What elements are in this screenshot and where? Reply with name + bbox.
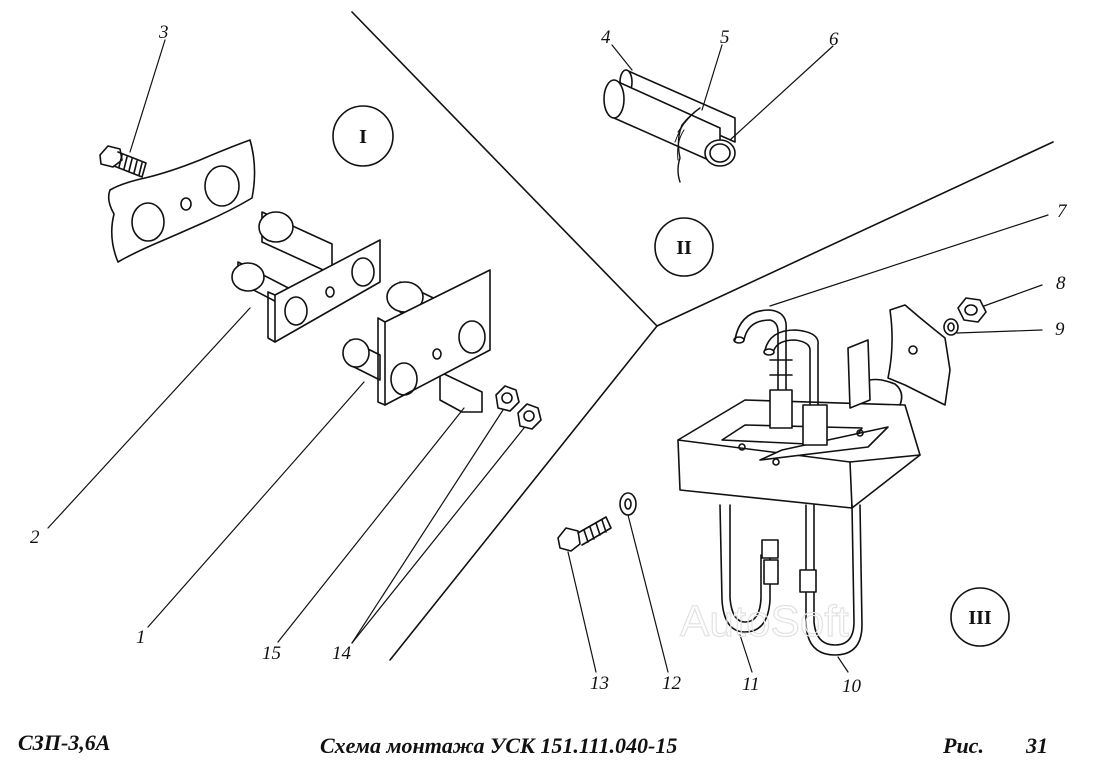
- bolt-part-3: [99, 145, 147, 178]
- section-label-3: III: [968, 607, 992, 629]
- nut-part-8: [957, 297, 987, 323]
- drawing-title: Схема монтажа УСК 151.111.040-15: [320, 733, 678, 758]
- washer-part-12: [619, 492, 637, 516]
- figure-label: Рис.: [943, 733, 984, 758]
- bolt-part-13: [557, 516, 612, 552]
- callout-2: 2: [30, 527, 40, 548]
- callout-13: 13: [590, 673, 609, 694]
- section-label-1: I: [359, 126, 367, 148]
- heater-block: [677, 399, 921, 509]
- figure-number: 31: [1026, 733, 1048, 758]
- nuts-part-14: [495, 385, 542, 430]
- gasket-plate: [107, 139, 256, 263]
- callout-15: 15: [262, 643, 281, 664]
- section-circle-2: [654, 217, 714, 277]
- callout-12: 12: [662, 673, 682, 694]
- section-circle-3: [950, 587, 1010, 647]
- section-circle-1: [332, 105, 394, 167]
- bracket: [847, 339, 903, 409]
- leader-lines-section-1: [47, 39, 525, 644]
- callout-5: 5: [720, 27, 730, 48]
- callout-4: 4: [601, 27, 611, 48]
- callout-1: 1: [136, 627, 146, 648]
- section-label-2: II: [676, 237, 692, 259]
- callout-9: 9: [1055, 319, 1065, 340]
- washer-part-9: [943, 318, 959, 336]
- watermark: AutoSoft: [680, 597, 849, 646]
- machine-model: СЗП-3,6А: [18, 730, 111, 755]
- tube-plate-part-2: [231, 211, 381, 343]
- callout-10: 10: [842, 676, 862, 697]
- callout-14: 14: [332, 643, 352, 664]
- callout-8: 8: [1056, 273, 1066, 294]
- leader-lines-section-2: [611, 44, 834, 141]
- tube-plate-part-1: [342, 269, 491, 413]
- callout-7: 7: [1057, 201, 1068, 222]
- leader-lines-section-3: [567, 214, 1049, 673]
- u-pipes-parts-10-11: [719, 504, 863, 656]
- section-divider-lines: [351, 11, 1054, 661]
- callout-3: 3: [158, 22, 169, 43]
- gasket-part: [887, 304, 951, 406]
- callout-6: 6: [829, 29, 839, 50]
- tube-bundle-parts-4-5-6: [603, 69, 736, 183]
- callout-11: 11: [742, 674, 760, 695]
- pipe-fittings: [733, 309, 828, 446]
